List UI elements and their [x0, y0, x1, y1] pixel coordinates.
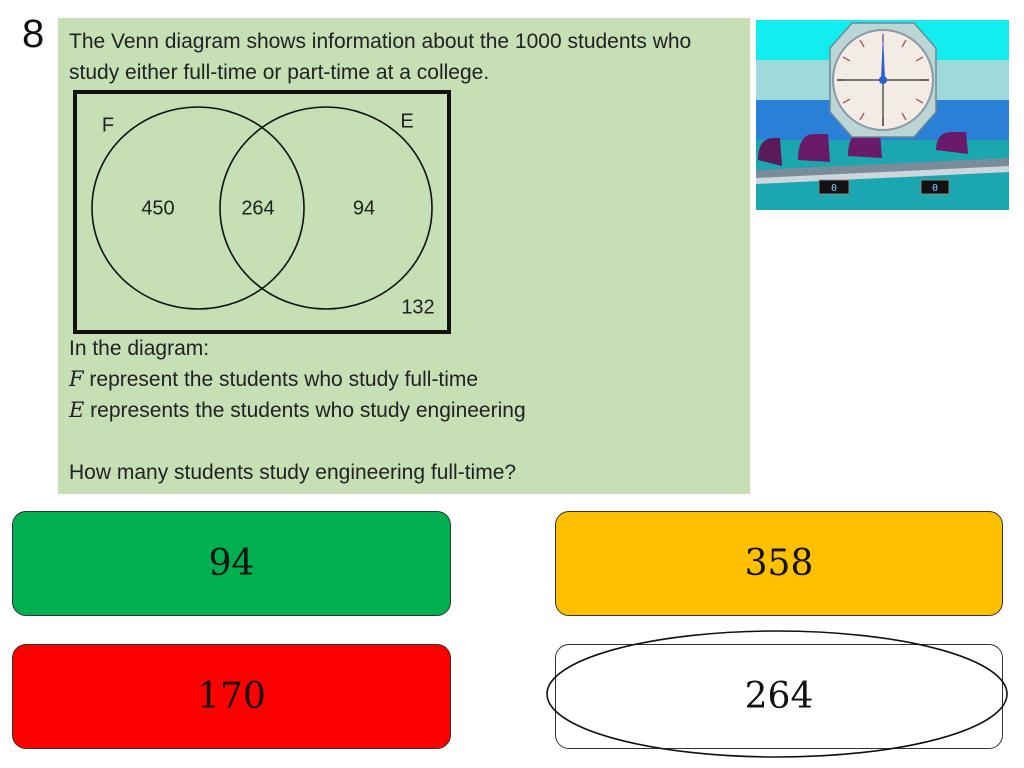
answer-c-button[interactable]: 170	[12, 644, 451, 749]
answer-d-button[interactable]: 264	[555, 644, 1003, 749]
left-score: 0	[831, 183, 837, 194]
quiz-show-illustration: 0 0	[756, 20, 1009, 210]
question-panel: The Venn diagram shows information about…	[58, 18, 750, 494]
both-count: 264	[241, 197, 275, 220]
diagram-notes: In the diagram: F represent the students…	[69, 333, 739, 488]
answer-c-label: 170	[197, 676, 266, 717]
quiz-show-image: 0 0	[756, 20, 1009, 210]
set-e-circle	[219, 106, 433, 310]
answer-a-label: 94	[208, 543, 255, 584]
answer-a-button[interactable]: 94	[12, 511, 451, 616]
note-f-text: represent the students who study full-ti…	[83, 368, 479, 391]
set-f-circle	[91, 106, 305, 310]
set-f-label: F	[101, 114, 115, 137]
question-prompt: How many students study engineering full…	[69, 461, 517, 484]
notes-spacer	[69, 426, 739, 457]
note-f: F represent the students who study full-…	[69, 364, 739, 395]
answer-b-label: 358	[744, 543, 814, 584]
note-e-text: represents the students who study engine…	[84, 399, 526, 422]
notes-heading: In the diagram:	[69, 337, 210, 360]
right-score: 0	[932, 183, 938, 194]
venn-circles	[91, 106, 433, 310]
f-only-count: 450	[141, 197, 175, 220]
note-e-symbol: E	[69, 398, 85, 422]
note-e: E represents the students who study engi…	[69, 395, 739, 426]
answer-b-button[interactable]: 358	[555, 511, 1003, 616]
outside-count: 132	[401, 296, 435, 319]
venn-diagram: F E 450 264 94 132	[73, 90, 451, 334]
question-intro: The Venn diagram shows information about…	[69, 30, 692, 84]
note-f-symbol: F	[69, 367, 84, 391]
question-number: 8	[22, 12, 45, 56]
e-only-count: 94	[352, 197, 376, 220]
set-e-label: E	[400, 110, 414, 133]
answer-d-label: 264	[744, 676, 814, 717]
